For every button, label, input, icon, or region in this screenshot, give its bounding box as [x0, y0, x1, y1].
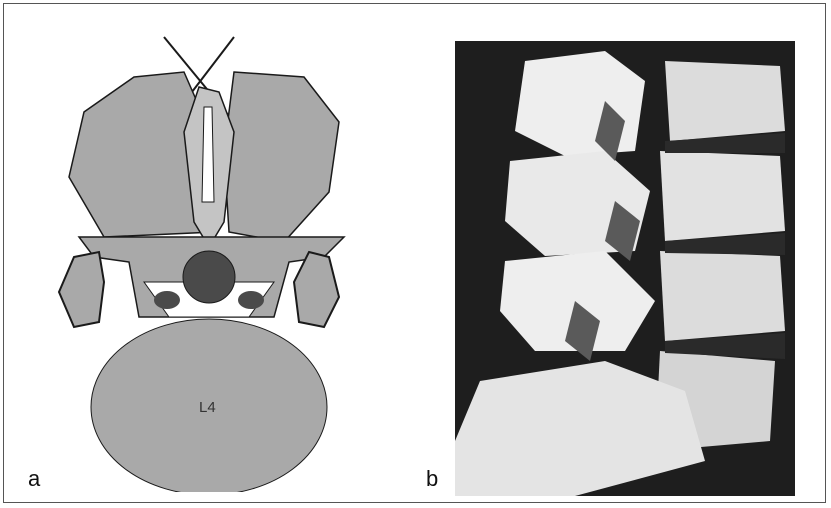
left-facet [59, 252, 104, 327]
dural-sac [183, 251, 235, 303]
panel-b-ct-reconstruction [455, 41, 795, 496]
left-nerve-root [154, 291, 180, 309]
vertebral-body-middle [660, 151, 785, 241]
figure-frame: L4 a b [3, 3, 826, 503]
panel-a-schematic: L4 [44, 32, 374, 492]
right-facet [294, 252, 339, 327]
right-nerve-root [238, 291, 264, 309]
vertebra-label: L4 [199, 399, 216, 416]
vertebral-body-upper [665, 61, 785, 141]
panel-a-label: a [28, 466, 40, 492]
vertebral-body-lower [660, 251, 785, 341]
posterior-element-1 [515, 51, 645, 156]
right-lamina-lobe [224, 72, 339, 242]
panel-b-label: b [426, 466, 438, 492]
spinous-process-cleft [202, 107, 214, 202]
